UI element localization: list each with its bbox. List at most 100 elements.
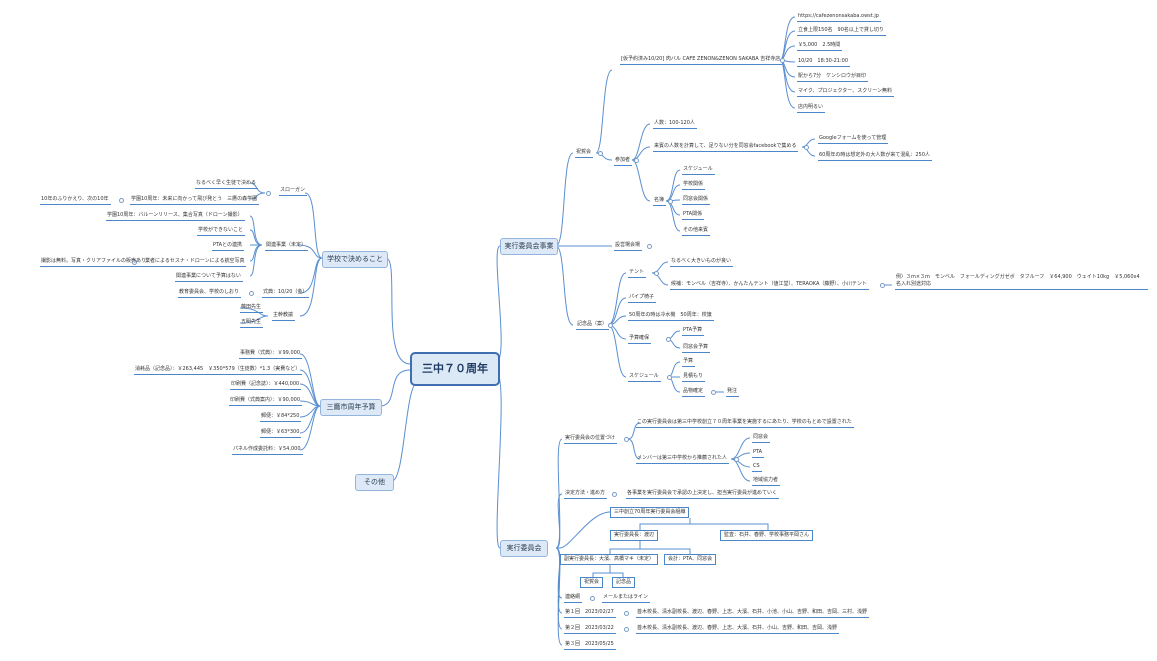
node-s-yosan[interactable]: 予算 — [682, 358, 696, 367]
node-60shuunen[interactable]: 60周年の時は想定外の大人数が来て混乱：250人 — [818, 152, 932, 161]
node-renraku[interactable]: 連絡網 — [564, 594, 583, 603]
node-yosan-f[interactable]: 郵便：￥63*300 — [260, 429, 302, 438]
toggle-renraku[interactable] — [590, 596, 595, 601]
node-google[interactable]: Googleフォームを使って管理 — [818, 135, 889, 144]
toggle-mikka[interactable] — [804, 145, 809, 150]
list-item[interactable]: 学校関係 — [682, 181, 706, 190]
node-slogan[interactable]: スローガン — [279, 187, 308, 196]
node-kanren-a[interactable]: 学園10周年：バルーンリリース、集合写真（ドローン撮影） — [106, 212, 245, 221]
node-dosokai-yosan[interactable]: 同窓会予算 — [682, 344, 711, 353]
list-item[interactable]: 10/20 18:30-21:00 — [797, 58, 851, 67]
node-shusai-b[interactable]: 五明先生 — [240, 319, 264, 328]
toggle-slogan[interactable] — [266, 191, 271, 196]
node-kettei-a[interactable]: 各事業を実行委員会で承認の上決定し、担当実行委員が進めていく — [626, 490, 780, 499]
node-ninzu[interactable]: 人数：100-120人 — [653, 120, 697, 129]
node-pipe[interactable]: パイプ椅子 — [628, 294, 657, 303]
toggle-kinenhin[interactable] — [608, 323, 613, 328]
node-s-hatchu[interactable]: 発注 — [726, 388, 740, 397]
org-party-box[interactable]: 祝賀会 — [580, 577, 604, 588]
node-s-mitsumori[interactable]: 見積もり — [682, 373, 706, 382]
branch-yosan[interactable]: 三鷹市周年予算 — [320, 399, 382, 416]
toggle-tent[interactable] — [654, 271, 659, 276]
toggle-yosan-kakuho[interactable] — [666, 337, 671, 342]
node-yosan-b[interactable]: 消耗品（記念品）：￥263,445 ￥350*579（生徒数）*1.3（実費など… — [134, 366, 303, 375]
node-slogan-c[interactable]: 10年のふりかえり、次の10年 — [40, 196, 111, 205]
node-kai1-a[interactable]: 首木校長、清水副校長、渡辺、春野、上志、大濱、石井、小池、小山、吉野、和田、吉岡… — [636, 609, 870, 618]
org-chair-box[interactable]: 実行委員長：渡辺 — [610, 530, 659, 541]
node-slogan-a[interactable]: なるべく早く生徒で決める — [195, 180, 259, 189]
node-kai2-a[interactable]: 首木校長、清水副校長、渡辺、春野、上志、大濱、石井、小山、吉野、和田、吉岡、浅野 — [636, 625, 840, 634]
list-item[interactable]: 同窓会関係 — [682, 196, 711, 205]
toggle-kanren-d[interactable] — [132, 260, 137, 265]
org-title-box[interactable]: 三中創立70周年実行委員会組織 — [610, 507, 690, 518]
branch-jigyo[interactable]: 実行委員会事業 — [500, 238, 558, 255]
toggle-slogan-b[interactable] — [119, 198, 124, 203]
list-item[interactable]: スケジュール — [682, 166, 715, 175]
list-item[interactable]: その他来賓 — [682, 227, 711, 236]
node-yosan-g[interactable]: パネル作成委託料：￥54,000 — [232, 446, 303, 455]
toggle-schedule[interactable] — [667, 375, 672, 380]
node-pta-yosan[interactable]: PTA予算 — [682, 327, 705, 336]
node-shusai[interactable]: 主幹教諭 — [272, 312, 296, 321]
node-yosan-kakuho[interactable]: 予算確保 — [628, 335, 652, 344]
branch-iinkai[interactable]: 実行委員会 — [500, 540, 548, 557]
node-kanren-d[interactable]: 業者によるセスナ・ドローンによる航空写真 — [144, 258, 247, 267]
list-item[interactable]: PTA関係 — [682, 211, 705, 220]
list-item[interactable]: https://cafezenonsakaba.owst.jp — [797, 13, 881, 22]
list-item[interactable]: CS — [752, 463, 762, 472]
list-item[interactable]: 駅から7分 ケンシロウが目印 — [797, 73, 869, 82]
org-accounting-box[interactable]: 会計：PTA、同窓会 — [664, 554, 717, 565]
toggle-member[interactable] — [734, 457, 739, 462]
node-tent[interactable]: テント — [628, 269, 647, 278]
node-ichizuke-a[interactable]: この実行委員会は第三中学校創立７０周年事業を実施するにあたり、学校のもとめで設置… — [636, 419, 854, 428]
list-item[interactable]: ￥5,000 2.5時間 — [797, 42, 843, 51]
node-ichizuke[interactable]: 実行委員会の位置づけ — [564, 435, 618, 444]
node-yosan-c[interactable]: 印刷費（記念誌）：￥440,000 — [230, 381, 302, 390]
node-kai3[interactable]: 第３回 2023/05/25 — [564, 641, 616, 650]
toggle-kai2[interactable] — [624, 627, 629, 632]
node-kaijo[interactable]: [仮予約済み10/20] 肉バル CAFE ZENON&ZENON SAKABA… — [620, 56, 783, 65]
list-item[interactable]: 店内明るい — [797, 104, 826, 113]
list-item[interactable]: 地域協力者 — [752, 477, 781, 486]
node-kanren-d2[interactable]: 撮影は無料。写真・クリアファイルの販売あり — [40, 258, 149, 267]
node-50shuunen[interactable]: 50周年の時は冷水機 50周年：校旗 — [628, 312, 714, 321]
list-item[interactable]: 同窓会 — [752, 434, 771, 443]
node-kettei[interactable]: 決定方法・進め方 — [564, 490, 608, 499]
org-audit-box[interactable]: 監査：石井、春野、学校事務平岡さん — [720, 530, 814, 541]
node-kanren-b[interactable]: 学校ができないこと — [197, 227, 246, 236]
node-yosan-a[interactable]: 事務費（式典）：￥99,000 — [239, 350, 302, 359]
node-kanren-c[interactable]: PTAとの連携 — [212, 242, 245, 251]
node-s-kettei[interactable]: 品物確定 — [682, 388, 706, 397]
toggle-kaijo[interactable] — [780, 58, 785, 63]
node-tent-b[interactable]: 候補：モンベル（吉祥寺）、かんたんテント（値江堂）、TERAOKA（藤野）、小川… — [670, 281, 869, 290]
branch-gakko[interactable]: 学校で決めること — [322, 251, 388, 268]
node-kaijo2[interactable]: 設営場会場 — [614, 242, 643, 251]
node-kanren[interactable]: 関連事業（未定） — [265, 242, 309, 251]
org-vice-chair-box[interactable]: 副実行委員長：大濱、高橋マキ（未定） — [560, 554, 659, 565]
toggle-shikiten[interactable] — [249, 291, 254, 296]
toggle-meibo[interactable] — [668, 199, 673, 204]
node-kai1[interactable]: 第１回 2023/02/27 — [564, 609, 616, 618]
node-tent-c[interactable]: 例）３m×３m モンベル フォールディングガゼボ タフルーフ ￥64,900 ウ… — [895, 274, 1148, 290]
node-yosan-e[interactable]: 郵便：￥84*250 — [260, 413, 302, 422]
toggle-kettei[interactable] — [612, 492, 617, 497]
toggle-ichizuke[interactable] — [624, 437, 629, 442]
node-slogan-b[interactable]: 学園10周年：未来に向かって飛び発とう 三鷹の森学園 — [130, 196, 260, 205]
list-item[interactable]: 立食上限150名 90名以上で貸し切り — [797, 27, 886, 36]
toggle-sankasha[interactable] — [634, 158, 639, 163]
node-shikiten[interactable]: 式典：10/20（金） — [262, 289, 310, 298]
node-meibo[interactable]: 名簿 — [653, 197, 667, 206]
node-schedule[interactable]: スケジュール — [628, 373, 661, 382]
node-sankasha[interactable]: 参加者 — [614, 157, 633, 166]
node-shukugakai[interactable]: 祝賀会 — [575, 149, 594, 158]
node-renraku-a[interactable]: メールまたはライン — [602, 594, 651, 603]
node-kai2[interactable]: 第２回 2023/03/22 — [564, 625, 616, 634]
branch-sonota[interactable]: その他 — [355, 474, 394, 491]
toggle-shukugakai[interactable] — [598, 151, 603, 156]
node-kanren-e[interactable]: 関連事業について予算はない — [175, 273, 243, 282]
list-item[interactable]: マイク、プロジェクター、スクリーン無料 — [797, 88, 894, 97]
org-gift-box[interactable]: 記念品 — [612, 577, 636, 588]
node-tent-a[interactable]: なるべく大きいものが良い — [670, 258, 734, 267]
toggle-tent-b[interactable] — [880, 283, 885, 288]
node-kinenhin[interactable]: 記念品（案） — [576, 321, 610, 330]
